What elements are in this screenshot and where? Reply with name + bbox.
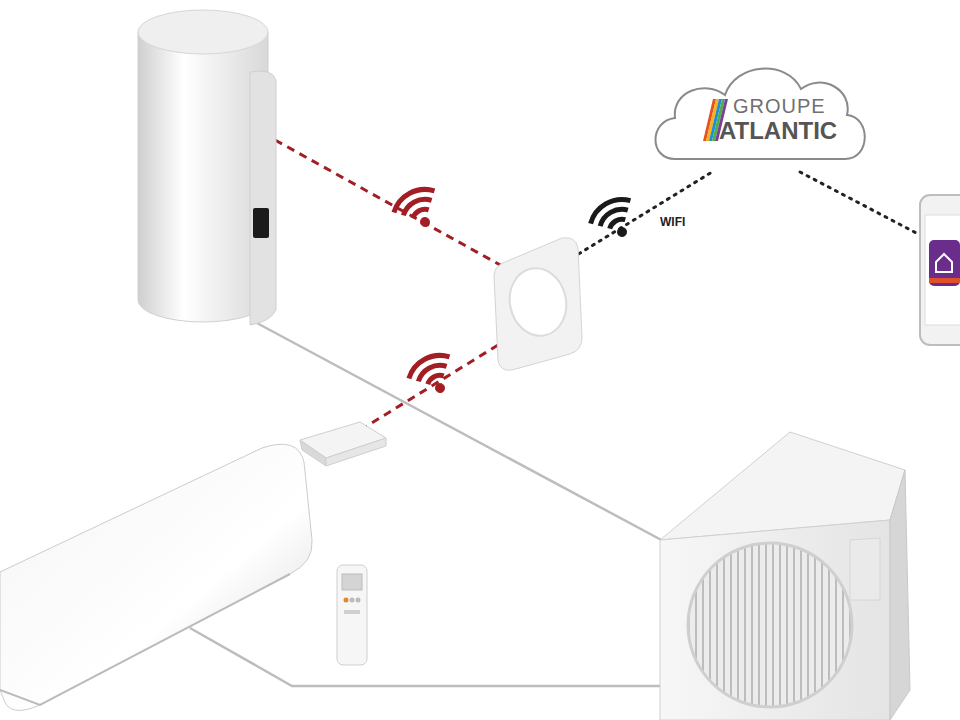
radio-module xyxy=(300,422,386,466)
cloud-shape xyxy=(656,69,865,159)
radio-links xyxy=(275,140,502,455)
wifi-symbol xyxy=(404,348,462,402)
smartphone xyxy=(920,195,960,345)
logo-text: GROUPE xyxy=(733,95,826,118)
wireless-bridge xyxy=(494,238,582,371)
wifi-links xyxy=(572,172,922,258)
water-heater xyxy=(138,10,276,325)
wifi-label: WIFI xyxy=(660,215,685,229)
cloud-node: GROUPEATLANTIC xyxy=(645,55,870,173)
outdoor-unit xyxy=(660,432,910,720)
logo-brand: ATLANTIC xyxy=(719,117,837,145)
wifi-symbol xyxy=(389,182,447,236)
indoor-unit xyxy=(0,444,312,710)
remote-control xyxy=(337,565,367,665)
wifi-symbol xyxy=(586,192,644,247)
